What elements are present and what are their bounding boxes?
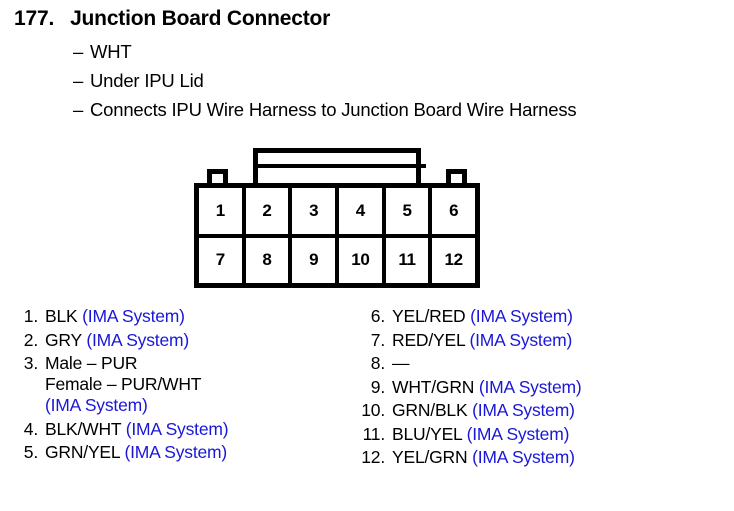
pin-number: 4. [23, 418, 38, 439]
pin-cell: 1 [199, 188, 246, 234]
header-bullet-3: –Connects IPU Wire Harness to Junction B… [73, 99, 577, 121]
list-item: 10. GRN/BLK (IMA System) [355, 400, 730, 421]
list-item: 5. GRN/YEL (IMA System) [16, 442, 346, 463]
pin-cell: 7 [199, 237, 246, 283]
pin-description: Male – PUR Female – PUR/WHT (IMA System) [45, 353, 346, 416]
header-bullet-3-text: Connects IPU Wire Harness to Junction Bo… [90, 99, 577, 120]
list-item: 6. YEL/RED (IMA System) [355, 306, 730, 327]
system-annotation: (IMA System) [124, 442, 228, 462]
connector-latch-tab-right [446, 169, 467, 185]
pin-cell: 3 [292, 188, 340, 234]
title-text: Junction Board Connector [70, 7, 331, 30]
system-annotation: (IMA System) [125, 418, 229, 439]
pin-number: 10. [361, 400, 385, 420]
pin-description: BLK/WHT (IMA System) [45, 419, 346, 440]
header-bullet-1: –WHT [73, 41, 132, 63]
pin-number: 8. [370, 353, 385, 373]
list-item: 8. — [355, 353, 730, 374]
connector-diagram: 1 2 3 4 5 6 7 8 9 10 11 12 [194, 148, 480, 288]
pin-cell: 4 [339, 188, 386, 234]
list-item: 3. Male – PUR Female – PUR/WHT (IMA Syst… [16, 353, 346, 416]
bullet-dash-icon: – [73, 41, 84, 62]
pin-legend-right: 6. YEL/RED (IMA System) 7. RED/YEL (IMA … [355, 306, 730, 471]
list-item: 7. RED/YEL (IMA System) [355, 330, 730, 351]
connector-latch-tab-left [207, 169, 228, 185]
wire-color-code: RED/YEL [392, 329, 465, 350]
pin-number: 11. [362, 423, 386, 444]
pin-description: GRY (IMA System) [45, 330, 346, 351]
wire-color-code: BLU/YEL [392, 423, 462, 444]
pin-cell: 12 [444, 250, 464, 270]
pin-description: BLK (IMA System) [45, 306, 346, 327]
wire-color-code: BLK/WHT [45, 418, 122, 439]
title-number: 177. [14, 7, 55, 30]
connector-pin-row-top: 1 2 3 4 5 6 [199, 188, 475, 238]
list-item: 4. BLK/WHT (IMA System) [16, 419, 346, 440]
connector-top-housing [253, 148, 426, 185]
system-annotation: (IMA System) [478, 376, 582, 397]
page-title: 177. Junction Board Connector [14, 7, 330, 31]
list-item: 2. GRY (IMA System) [16, 330, 346, 351]
pin-cell: 2 [246, 188, 293, 234]
pin-cell: 6 [449, 200, 459, 220]
pin-cell: 10 [339, 237, 386, 283]
pin-description: GRN/BLK (IMA System) [392, 400, 730, 421]
list-item: 9. WHT/GRN (IMA System) [355, 377, 730, 398]
pin-cell: 11 [386, 237, 433, 283]
system-annotation: (IMA System) [472, 447, 575, 467]
pin-cell: 9 [292, 237, 340, 283]
list-item: 1. BLK (IMA System) [16, 306, 346, 327]
pin-number: 1. [23, 306, 38, 326]
pin-number: 12. [361, 447, 385, 467]
pin-description: WHT/GRN (IMA System) [392, 377, 730, 398]
bullet-dash-icon: – [73, 99, 84, 120]
pin-description: RED/YEL (IMA System) [392, 330, 730, 351]
list-item: 12. YEL/GRN (IMA System) [355, 447, 730, 468]
pin-number: 2. [23, 329, 38, 350]
wire-color-code: WHT/GRN [392, 376, 475, 397]
pin-description: BLU/YEL (IMA System) [392, 424, 730, 445]
pin-description: — [392, 353, 730, 374]
connector-housing-divider [258, 164, 426, 168]
pin-number: 9. [370, 376, 385, 397]
header-bullet-1-text: WHT [90, 41, 132, 62]
bullet-dash-icon: – [73, 70, 84, 91]
header-bullet-2-text: Under IPU Lid [90, 70, 204, 91]
pin-legend-left: 1. BLK (IMA System) 2. GRY (IMA System) … [16, 306, 346, 466]
wire-color-code: GRN/YEL [45, 442, 120, 462]
system-annotation: (IMA System) [469, 329, 573, 350]
header-bullet-2: –Under IPU Lid [73, 70, 204, 92]
wire-color-code: GRY [45, 329, 82, 350]
list-item: 11. BLU/YEL (IMA System) [355, 424, 730, 445]
system-annotation: (IMA System) [472, 400, 575, 420]
wire-color-code: YEL/GRN [392, 447, 468, 467]
connector-pin-row-bottom: 7 8 9 10 11 12 [199, 237, 475, 283]
wire-color-code: YEL/RED [392, 306, 466, 326]
pin-description: YEL/GRN (IMA System) [392, 447, 730, 468]
system-annotation: (IMA System) [470, 306, 573, 326]
pin-description: GRN/YEL (IMA System) [45, 442, 346, 463]
pin-number: 6. [370, 306, 385, 326]
pin-number: 3. [23, 353, 38, 373]
system-annotation: (IMA System) [45, 395, 148, 415]
system-annotation: (IMA System) [86, 329, 189, 350]
wire-color-code-female: Female – PUR/WHT [45, 374, 202, 394]
pin-number: 5. [23, 442, 38, 462]
pin-number: 7. [370, 329, 385, 350]
pin-cell: 5 [386, 188, 433, 234]
wire-color-code: BLK [45, 306, 78, 326]
system-annotation: (IMA System) [82, 306, 185, 326]
system-annotation: (IMA System) [466, 423, 570, 444]
connector-pin-body: 1 2 3 4 5 6 7 8 9 10 11 12 [194, 183, 480, 288]
wire-color-code: GRN/BLK [392, 400, 468, 420]
wire-color-code-male: Male – PUR [45, 353, 138, 373]
pin-cell: 8 [246, 237, 293, 283]
empty-pin-dash: — [392, 353, 410, 373]
pin-description: YEL/RED (IMA System) [392, 306, 730, 327]
